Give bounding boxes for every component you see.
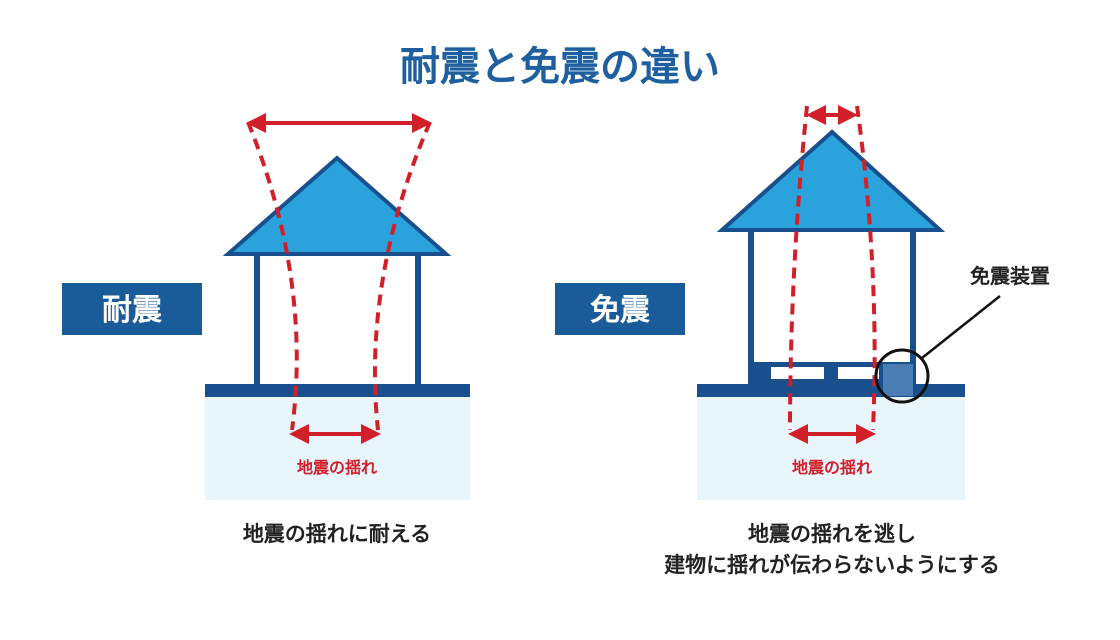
right-pillar-right — [910, 230, 916, 364]
right-roof — [716, 129, 946, 232]
right-label-box — [555, 283, 685, 335]
right-sway-line-right — [855, 105, 877, 431]
right-ground — [697, 397, 965, 500]
left-label: 耐震 — [102, 293, 163, 328]
right-caption-line2: 建物に揺れが伝わらないようにする — [664, 553, 1000, 577]
left-ground — [205, 397, 470, 500]
left-sway-line-left — [246, 121, 299, 431]
isolator-callout-line — [921, 295, 1001, 359]
left-caption: 地震の揺れに耐える — [243, 522, 431, 546]
isolation-gap-1 — [771, 367, 824, 379]
isolator-callout-circle — [874, 348, 930, 404]
isolation-gap-2 — [838, 367, 879, 379]
left-ground-label: 地震の揺れ — [297, 458, 377, 477]
isolator-callout-label: 免震装置 — [970, 264, 1050, 288]
isolator-device — [883, 364, 913, 396]
left-foundation — [205, 384, 470, 397]
left-panel: 耐震 地震の揺れ 地震の揺れに耐える — [62, 113, 470, 546]
left-pillar-left — [254, 254, 260, 385]
right-panel: 免震 地震の揺れ 免震装置 地震の揺れを逃し 建物に揺れが伝わらないようにする — [555, 105, 1050, 577]
right-sway-line-left — [788, 105, 809, 431]
page-title: 耐震と免震の違い — [400, 44, 720, 90]
left-pillar-right — [415, 254, 421, 385]
left-sway-line-right — [373, 121, 432, 431]
left-label-box — [62, 283, 202, 335]
left-roof — [222, 155, 452, 256]
right-label: 免震 — [590, 293, 651, 328]
right-ground-label: 地震の揺れ — [792, 458, 872, 477]
right-pillar-left — [748, 230, 754, 364]
right-caption-line1: 地震の揺れを逃し — [748, 522, 916, 546]
